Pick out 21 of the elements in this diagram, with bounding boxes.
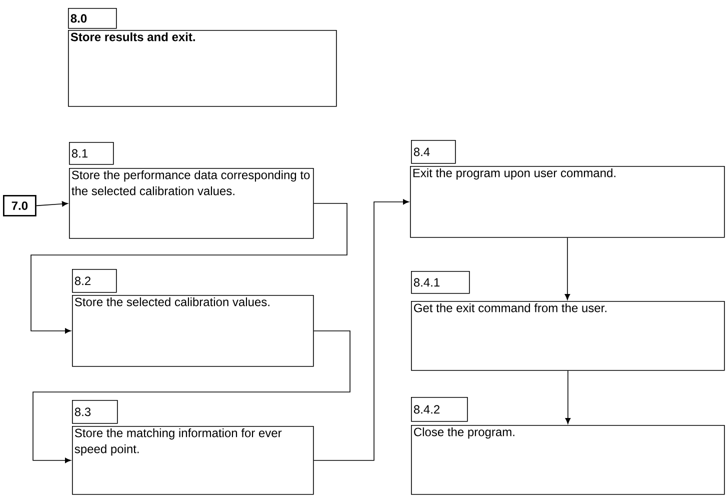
- number-tab: 8.1: [69, 142, 114, 165]
- process-box: Close the program.: [411, 425, 725, 495]
- process-box: Exit the program upon user command.: [410, 166, 725, 238]
- number-tab: 8.0: [68, 8, 117, 29]
- number-tab: 8.4.2: [411, 397, 468, 422]
- process-box: 7.0: [3, 195, 36, 216]
- arrow: [564, 237, 570, 300]
- process-box: Store the performance data corresponding to the selected calibration values.: [69, 168, 314, 239]
- arrow: [565, 370, 571, 424]
- number-tab: 8.3: [72, 400, 118, 424]
- number-tab: 8.4.1: [411, 271, 470, 294]
- number-tab: 8.4: [411, 140, 456, 164]
- process-box: Store the selected calibration values.: [72, 295, 314, 367]
- process-box: Store results and exit.: [68, 30, 337, 107]
- arrow: [32, 330, 350, 464]
- process-box: Get the exit command from the user.: [411, 301, 725, 371]
- number-tab: 8.2: [72, 269, 117, 293]
- process-box: Store the matching information for ever speed point.: [72, 426, 314, 495]
- arrow: [36, 201, 68, 207]
- arrow: [30, 203, 348, 334]
- arrow: [313, 199, 409, 461]
